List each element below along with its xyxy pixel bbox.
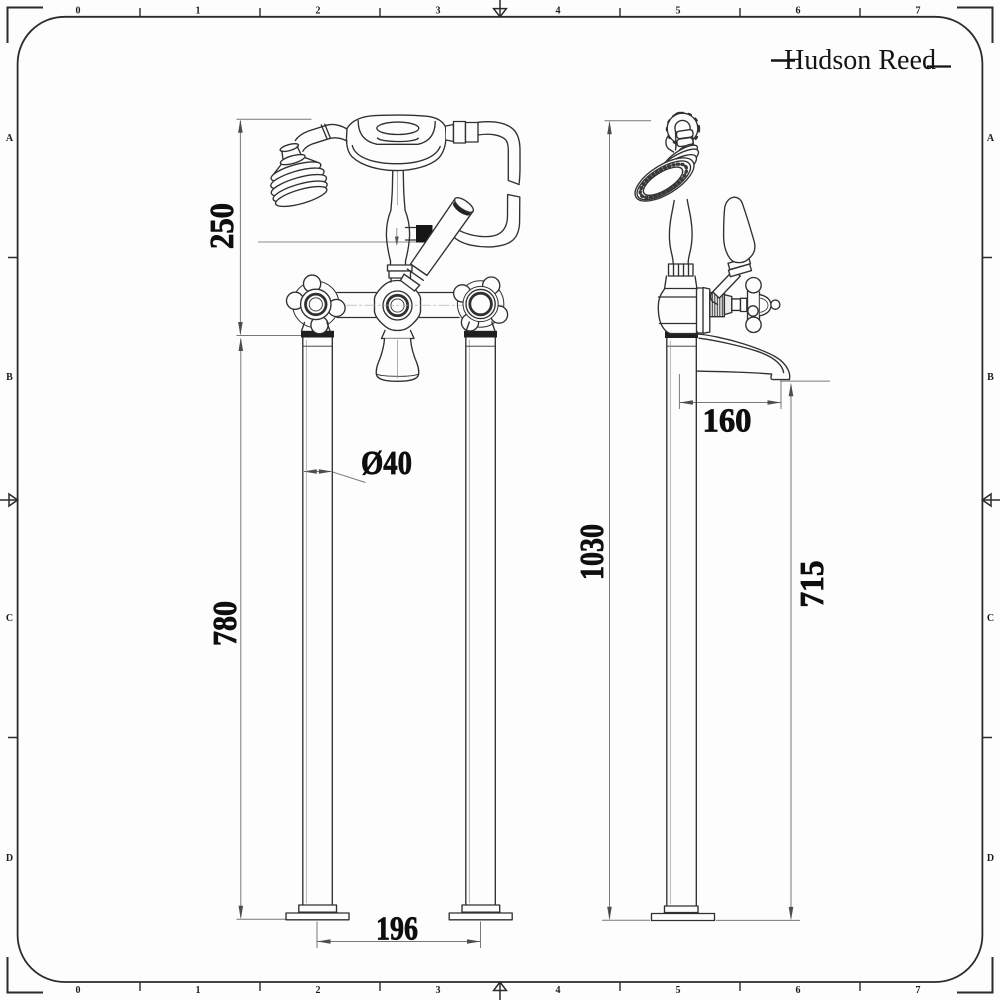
svg-text:1030: 1030 [574, 524, 611, 580]
svg-text:4: 4 [556, 6, 561, 17]
svg-text:7: 7 [916, 985, 921, 996]
svg-text:196: 196 [376, 911, 418, 948]
svg-text:160: 160 [703, 403, 752, 440]
svg-text:C: C [6, 613, 13, 624]
svg-text:0: 0 [76, 6, 81, 17]
svg-text:1: 1 [196, 6, 201, 17]
svg-text:780: 780 [207, 601, 244, 646]
svg-text:A: A [6, 133, 14, 144]
svg-text:Hudson Reed: Hudson Reed [784, 45, 936, 76]
svg-text:D: D [6, 853, 13, 864]
svg-text:D: D [987, 853, 994, 864]
svg-text:B: B [987, 372, 994, 383]
svg-text:0: 0 [76, 985, 81, 996]
svg-text:5: 5 [676, 6, 681, 17]
svg-text:A: A [987, 133, 995, 144]
svg-text:7: 7 [916, 6, 921, 17]
svg-text:250: 250 [204, 203, 241, 249]
svg-text:5: 5 [676, 985, 681, 996]
svg-text:C: C [987, 613, 994, 624]
svg-text:6: 6 [796, 6, 801, 17]
svg-text:2: 2 [316, 985, 321, 996]
svg-text:715: 715 [794, 561, 831, 608]
svg-text:B: B [6, 372, 13, 383]
svg-text:Ø40: Ø40 [361, 445, 412, 482]
svg-text:6: 6 [796, 985, 801, 996]
svg-text:4: 4 [556, 985, 561, 996]
svg-text:2: 2 [316, 6, 321, 17]
svg-text:1: 1 [196, 985, 201, 996]
svg-text:3: 3 [436, 985, 441, 996]
svg-text:3: 3 [436, 6, 441, 17]
